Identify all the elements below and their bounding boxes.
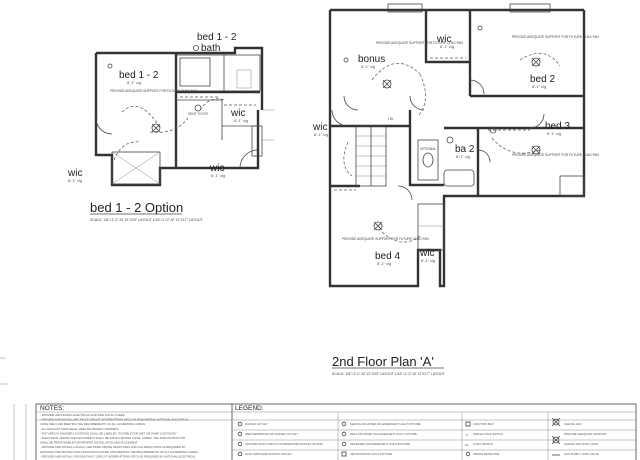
ceiling-height-wic-bottom: 8'-1" clg bbox=[421, 258, 435, 263]
room-label-bed-3: bed 3 bbox=[545, 121, 570, 132]
notes-list: - PROVIDE GROUNDING ELECTRICAL ROD PER L… bbox=[40, 413, 199, 458]
ceiling-height-wic-right: 8'-1" clg bbox=[211, 173, 225, 178]
legend-item: SMOKE DETECTOR bbox=[473, 452, 499, 456]
ceiling-height-wic-mid: 8'-1" clg bbox=[234, 118, 248, 123]
room-label-bed-1-2-top: bed 1 - 2 bbox=[197, 32, 237, 43]
ceiling-height-wic-left: 8'-1" clg bbox=[314, 132, 328, 137]
note-line: - PROVIDE GROUNDING ELECTRICAL ROD PER L… bbox=[40, 413, 125, 417]
legend-item: 3-WAY SWITCH bbox=[473, 442, 493, 446]
optional-note: OPTIONAL bbox=[420, 147, 436, 151]
room-label-wic-bottom: wic bbox=[419, 248, 434, 259]
note-line: - PROVIDE AND INSTALL GROUND FAULT CIRCU… bbox=[40, 454, 196, 458]
legend-item: RECESSED INCANDESCENT LIGHT FIXTURE bbox=[350, 442, 410, 446]
room-label-wic-left: wic bbox=[312, 122, 327, 133]
legend-item: CEILING MOUNTED INCANDESCENT LIGHT FIXTU… bbox=[350, 422, 421, 426]
linen-label: LIN bbox=[388, 117, 394, 121]
ceiling-height-ba-2: 8'-1" clg bbox=[456, 154, 470, 159]
legend-item: HALF-SWITCHED DUPLEX OUTLET bbox=[245, 452, 292, 456]
option-plan-title: bed 1 - 2 Option bbox=[90, 200, 183, 215]
note-line: NATIONAL FIRE PROTECTION ASSOCIATION (NF… bbox=[40, 450, 199, 454]
legend-header: LEGEND: bbox=[235, 405, 264, 412]
legend-item: WEATHERPROOF GFI DUPLEX OUTLET bbox=[245, 432, 298, 436]
legend-item: PROVIDE ADEQUATE SUPPORT bbox=[564, 432, 607, 436]
legend-item: JUNCTION BOX bbox=[473, 422, 494, 426]
legend-item: VAPOR PROOF LIGHT FIXTURE bbox=[350, 452, 392, 456]
fan-support-note-bed-2: PROVIDE ADEQUATE SUPPORT FOR FUTURE CLNG… bbox=[512, 35, 599, 39]
ceiling-height-bed-2: 8'-1" clg bbox=[532, 84, 546, 89]
note-line: - FIXTURES IN SHOWER LOCATIONS SHALL BE … bbox=[40, 431, 178, 435]
ceiling-height-wic-top: 8'-1" clg bbox=[440, 44, 454, 49]
room-label-bed-4: bed 4 bbox=[375, 251, 400, 262]
ceiling-height-bonus: 8'-1" clg bbox=[361, 64, 375, 69]
bed-1-2-option-plan: bed 1 - 2 bath bed 1 - 2 8'-1" clg PROVI… bbox=[67, 32, 274, 222]
second-floor-plan-a: bonus 8'-1" clg PROVIDE ADEQUATE SUPPORT… bbox=[312, 3, 599, 376]
legend-item: WALL MOUNTED INCANDESCENT LIGHT FIXTURE bbox=[350, 432, 417, 436]
legend-item: DUPLEX OUTLET bbox=[245, 422, 268, 426]
ceiling-height-bed-1-2: 8'-1" clg bbox=[127, 80, 141, 85]
plan-a-scale: SCALE: 1/8"=1'-0" AT 22"X34" LAYOUT 1/16… bbox=[332, 372, 446, 376]
note-line: - PROVIDE AND INSTALL ARC FAULT CIRCUIT … bbox=[40, 418, 189, 422]
legend-list: DUPLEX OUTLET WEATHERPROOF GFI DUPLEX OUT… bbox=[245, 422, 607, 456]
fan-support-note-bed-3: PROVIDE ADEQUATE SUPPORT FOR FUTURE CLNG… bbox=[512, 153, 599, 157]
room-label-bath: bath bbox=[201, 43, 220, 54]
legend-item: CEILING FAN WITH LIGHT bbox=[564, 442, 599, 446]
room-label-bed-1-2: bed 1 - 2 bbox=[119, 70, 159, 81]
ceiling-height-wic-left: 8'-1" clg bbox=[68, 178, 82, 183]
legend-item: GAS SUPPLY WITH VALVE bbox=[564, 452, 599, 456]
svg-text:S: S bbox=[466, 433, 468, 437]
room-label-wic-mid: wic bbox=[230, 108, 245, 119]
ceiling-height-bed-4: 8'-1" clg bbox=[377, 261, 391, 266]
room-label-ba-2: ba 2 bbox=[455, 144, 475, 155]
room-label-wic-top: wic bbox=[436, 34, 451, 45]
legend-item: GROUND FAULT CIRCUIT INTERRUPTER DUPLEX … bbox=[245, 442, 323, 446]
room-label-wic-right: wic bbox=[209, 163, 224, 174]
legend-item: CEILING FAN bbox=[564, 422, 581, 426]
fan-support-note-bonus: PROVIDE ADEQUATE SUPPORT FOR FUTURE CLNG… bbox=[376, 41, 463, 45]
note-line: - PROVIDE AND INSTALL LOCALLY CERTIFIED … bbox=[40, 445, 186, 449]
room-label-bed-2: bed 2 bbox=[530, 74, 555, 85]
plan-a-title: 2nd Floor Plan 'A' bbox=[332, 354, 434, 369]
notes-legend-panel: NOTES: LEGEND: - PROVIDE GROUNDING ELECT… bbox=[35, 403, 637, 460]
room-label-bonus: bonus bbox=[358, 54, 385, 65]
option-plan-scale: SCALE: 1/8"=1'-0" AT 22"X34" LAYOUT 1/16… bbox=[90, 218, 204, 222]
room-label-wic-left: wic bbox=[67, 168, 82, 179]
fan-support-note-bed-4: PROVIDE ADEQUATE SUPPORT FOR FUTURE CLNG… bbox=[342, 237, 429, 241]
note-line: SHALL BE RESPONSIBLE FOR PROPER INSTALLA… bbox=[40, 441, 138, 445]
notes-header: NOTES: bbox=[40, 405, 64, 412]
svg-text:S3: S3 bbox=[465, 443, 469, 447]
note-line: CODE (NEC) AND MEETING THE REQUIREMENTS … bbox=[40, 422, 146, 426]
ceiling-height-bed-3: 8'-1" clg bbox=[547, 131, 561, 136]
vent-note: VENT TO EXT bbox=[188, 112, 209, 116]
legend-item: SINGLE POLE SWITCH bbox=[473, 432, 503, 436]
note-line: - ELECTRICAL WIRING AND GROUNDING SHALL … bbox=[40, 436, 185, 440]
note-line: - ALL EXHAUST FANS SHALL HAVE BACKDRAFT … bbox=[40, 427, 119, 431]
fan-support-note-bed: PROVIDE ADEQUATE SUPPORT FOR FUTURE CLNG… bbox=[110, 89, 197, 93]
